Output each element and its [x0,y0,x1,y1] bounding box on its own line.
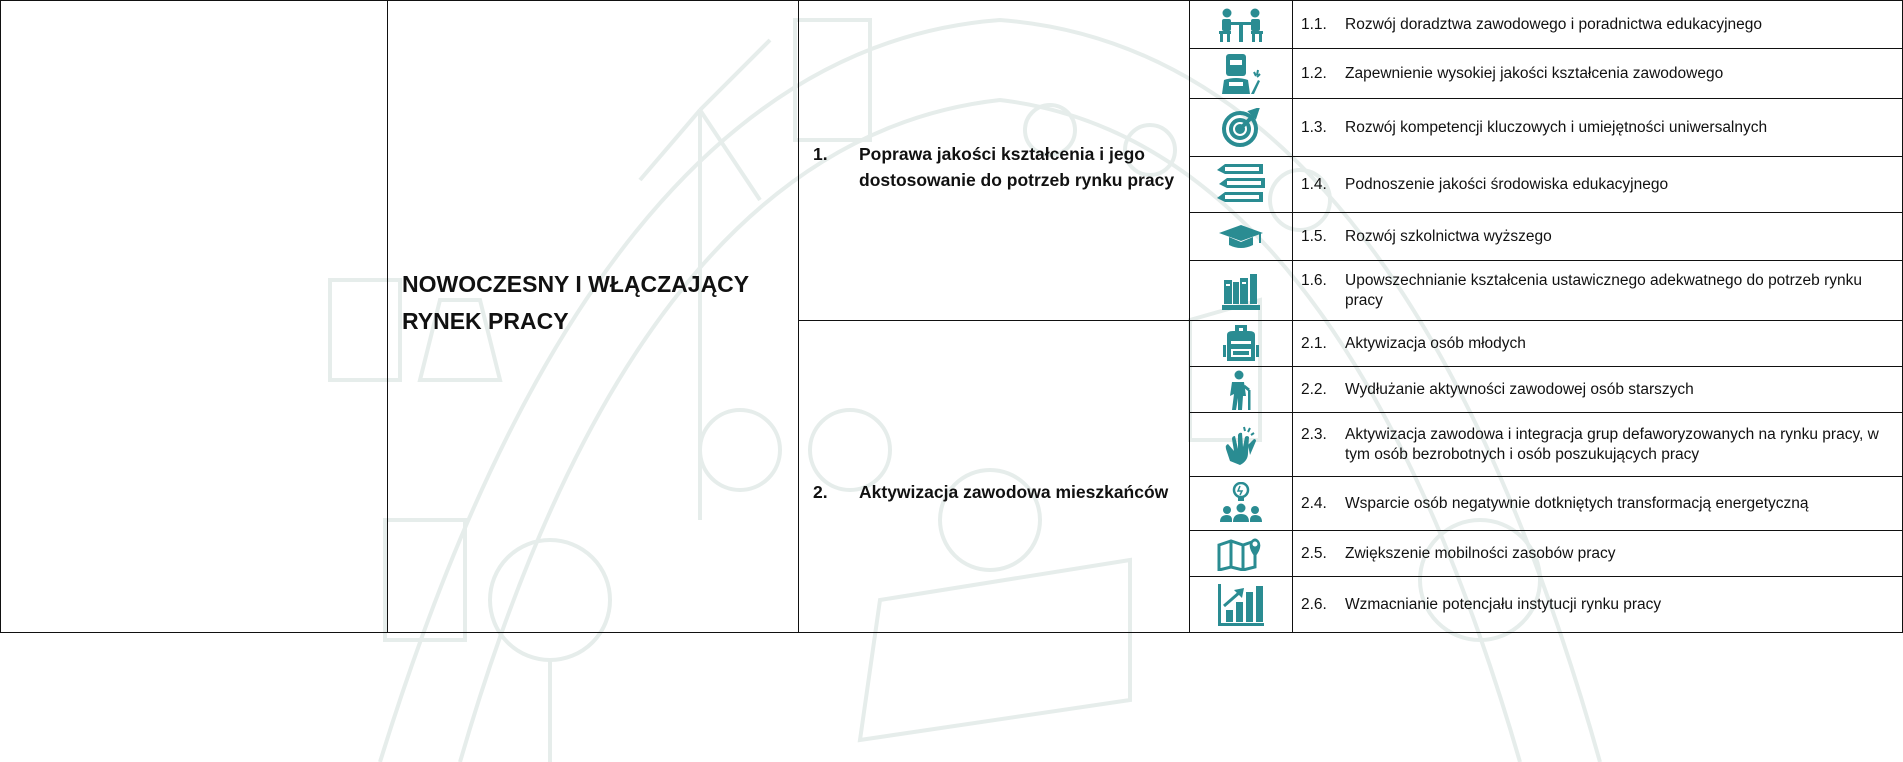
table-row: 2.5. Zwiększenie mobilności zasobów pracy [1,530,1903,577]
measure-text: Rozwój kompetencji kluczowych i umiejętn… [1345,118,1768,136]
measure-text-cell: 2.3. Aktywizacja zawodowa i integracja gr… [1292,412,1903,477]
measure-icon-cell [1189,212,1293,261]
measure-text-cell: 2.6. Wzmacnianie potencjału instytucji ry… [1292,576,1903,633]
measure-text-cell: 2.4. Wsparcie osób negatywnie dotkniętych… [1292,476,1903,531]
map-icon [1217,538,1261,571]
measure-text: Wydłużanie aktywności zawodowej osób sta… [1345,380,1694,398]
measure-code: 2.1. [1301,334,1327,352]
measure-icon-cell [1189,366,1293,413]
measure-code: 1.6. [1301,271,1327,289]
measure-text-cell: 1.3. Rozwój kompetencji kluczowych i umie… [1292,98,1903,157]
measure-text-cell: 2.2. Wydłużanie aktywności zawodowej osób… [1292,366,1903,413]
pillar-title: NOWOCZESNY I WŁĄCZAJĄCY RYNEK PRACY [402,270,749,334]
measure-text-cell: 2.5. Zwiększenie mobilności zasobów pracy [1292,530,1903,577]
group-idea-icon [1220,481,1262,522]
table-row: 1.5. Rozwój szkolnictwa wyższego [1,212,1903,261]
measure-text-cell: 1.6. Upowszechnianie kształcenia ustawicz… [1292,260,1903,321]
goal-title: Poprawa jakości kształcenia i jego dosto… [859,143,1175,190]
pillar-cell: NOWOCZESNY I WŁĄCZAJĄCY RYNEK PRACY [387,0,799,633]
measure-code: 2.4. [1301,494,1327,512]
measure-icon-cell [1189,320,1293,367]
target-icon [1222,107,1260,147]
table-row: 2. Aktywizacja zawodowa mieszkańców 2.1.… [1,320,1903,633]
measure-icon-cell [1189,530,1293,577]
measure-icon-cell [1189,576,1293,633]
measure-text: Aktywizacja osób młodych [1345,334,1526,352]
goal-title: Aktywizacja zawodowa mieszkańców [859,481,1169,502]
empty-column-cell [0,0,388,633]
consultation-icon [1219,8,1263,42]
measure-code: 1.4. [1301,175,1327,193]
goal-2-cell: 2. Aktywizacja zawodowa mieszkańców [798,320,1190,633]
measure-code: 1.2. [1301,64,1327,82]
measure-icon-cell [1189,412,1293,477]
measure-text-cell: 2.1. Aktywizacja osób młodych [1292,320,1903,367]
goal-number: 1. [813,143,828,164]
measure-text: Upowszechnianie kształcenia ustawicznego… [1345,271,1862,309]
graduation-cap-icon [1219,224,1263,248]
measure-code: 2.3. [1301,425,1327,443]
table-row: 1.4. Podnoszenie jakości środowiska eduka… [1,156,1903,213]
books-icon [1217,163,1265,202]
measure-code: 1.5. [1301,227,1327,245]
measure-code: 1.3. [1301,118,1327,136]
measure-text: Zwiększenie mobilności zasobów pracy [1345,544,1616,562]
measure-icon-cell [1189,98,1293,157]
measure-text: Wsparcie osób negatywnie dotkniętych tra… [1345,494,1809,512]
measure-code: 2.6. [1301,595,1327,613]
measure-text: Zapewnienie wysokiej jakości kształcenia… [1345,64,1724,82]
table-row: 1.6. Upowszechnianie kształcenia ustawicz… [1,260,1903,321]
measure-icon-cell [1189,476,1293,531]
backpack-icon [1223,324,1259,361]
table-row: 1.3. Rozwój kompetencji kluczowych i umie… [1,98,1903,157]
growth-chart-icon [1218,583,1264,626]
strategy-table: NOWOCZESNY I WŁĄCZAJĄCY RYNEK PRACY 1. P… [0,0,1903,633]
goal-1-cell: 1. Poprawa jakości kształcenia i jego do… [798,0,1190,321]
measure-text: Podnoszenie jakości środowiska edukacyjn… [1345,175,1669,193]
measure-icon-cell [1189,156,1293,213]
measure-code: 1.1. [1301,15,1327,33]
table-row: 2.2. Wydłużanie aktywności zawodowej osób… [1,366,1903,413]
table-row: 2.4. Wsparcie osób negatywnie dotkniętych… [1,476,1903,531]
measure-text: Wzmacnianie potencjału instytucji rynku … [1345,595,1662,613]
measure-text: Rozwój doradztwa zawodowego i poradnictw… [1345,15,1763,33]
measure-code: 2.2. [1301,380,1327,398]
measure-text-cell: 1.5. Rozwój szkolnictwa wyższego [1292,212,1903,261]
measure-icon-cell [1189,0,1293,49]
welder-icon [1222,53,1261,94]
measure-icon-cell [1189,48,1293,99]
table-row: NOWOCZESNY I WŁĄCZAJĄCY RYNEK PRACY 1. P… [0,0,1903,633]
elderly-person-icon [1230,370,1251,410]
measure-text-cell: 1.4. Podnoszenie jakości środowiska eduka… [1292,156,1903,213]
measure-code: 2.5. [1301,544,1327,562]
table-row: 2.3. Aktywizacja zawodowa i integracja gr… [1,412,1903,477]
clapping-hands-icon [1225,426,1256,465]
measure-text: Rozwój szkolnictwa wyższego [1345,227,1552,245]
measure-text-cell: 1.2. Zapewnienie wysokiej jakości kształc… [1292,48,1903,99]
measure-text: Aktywizacja zawodowa i integracja grup d… [1345,425,1879,463]
measure-icon-cell [1189,260,1293,321]
measure-text-cell: 1.1. Rozwój doradztwa zawodowego i poradn… [1292,0,1903,49]
library-icon [1222,273,1260,310]
goal-number: 2. [813,481,828,502]
table-row: 1.2. Zapewnienie wysokiej jakości kształc… [1,48,1903,99]
table-row: 2.6. Wzmacnianie potencjału instytucji ry… [1,576,1903,633]
